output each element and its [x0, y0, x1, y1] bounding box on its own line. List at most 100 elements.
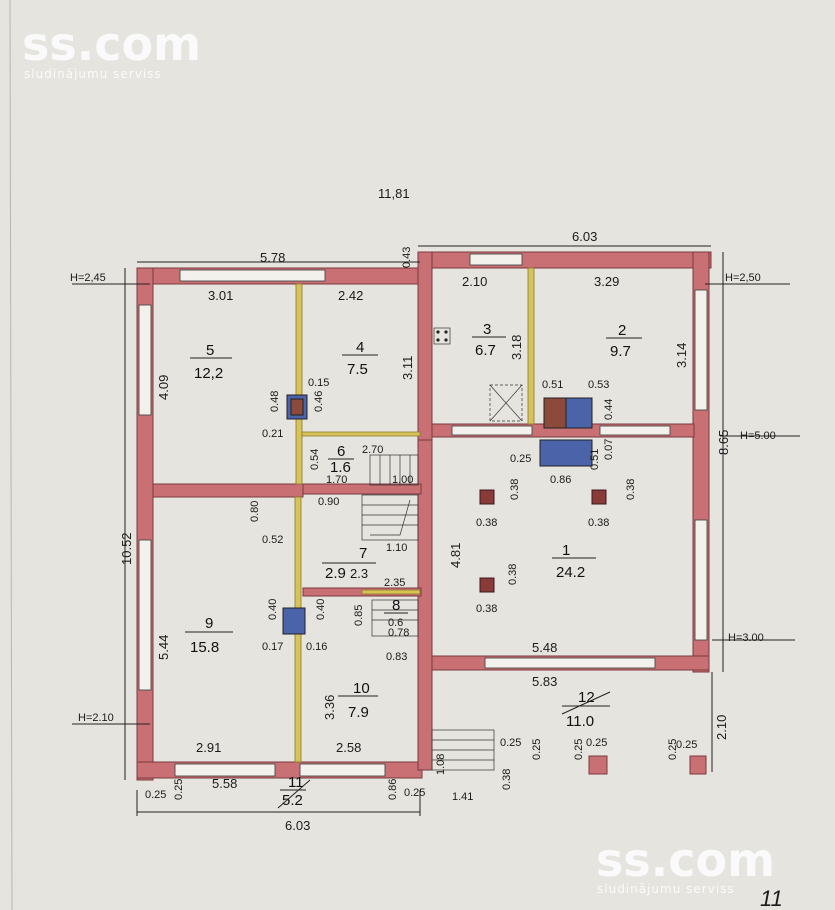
dim-label: 0.46 — [313, 391, 325, 412]
dim-label: 0.25 — [145, 789, 166, 801]
dim-label: 0.48 — [269, 391, 281, 412]
room-area: 0.6 — [388, 617, 403, 629]
dim-label: 4.81 — [448, 543, 463, 568]
room-area: 9.7 — [610, 343, 631, 360]
room-11: 11 5.2 — [277, 774, 311, 809]
dim-label: 0.38 — [509, 479, 521, 500]
dim-label: 5.48 — [532, 640, 557, 655]
dim-label: 0.25 — [586, 737, 607, 749]
dim-label: 0.25 — [404, 787, 425, 799]
dim-label: 0.38 — [476, 517, 497, 529]
stove-icon — [539, 439, 593, 467]
dim-label: 0.52 — [262, 534, 283, 546]
dim-label: 5.44 — [156, 635, 171, 660]
dim-label: 0.86 — [387, 779, 399, 800]
dim-label: 0.21 — [262, 428, 283, 440]
room-area: 6.7 — [475, 342, 496, 359]
dim-label: 0.17 — [262, 641, 283, 653]
level-marks: H=2,45 H=2,50 H=5.00 H=3.00 H=2.10 — [70, 272, 776, 724]
column-icon — [479, 489, 495, 505]
room-4: 4 7.5 — [342, 339, 378, 378]
level-mark: H=2.10 — [78, 712, 114, 724]
room-number: 2 — [618, 322, 626, 339]
dim-label: 3.11 — [400, 356, 415, 380]
dim-label: 0.07 — [603, 439, 615, 460]
dim-label: 0.53 — [588, 379, 609, 391]
dim-label: 5.83 — [532, 674, 557, 689]
dim-label: 2.3 — [350, 566, 368, 581]
dim-label: 0.51 — [542, 379, 563, 391]
dim-label: 1.10 — [386, 542, 407, 554]
stairs — [361, 327, 523, 771]
room-area: 11.0 — [566, 713, 594, 730]
dim-label: 3.01 — [208, 288, 233, 303]
dim-label: 0.40 — [315, 599, 327, 620]
dim-label: 0.80 — [249, 501, 261, 522]
dim-label: 2.35 — [384, 577, 405, 589]
overall-dimensions: 11,81 5.78 6.03 6.03 10.52 8.65 0.43 — [119, 186, 731, 833]
dim-label: 5.58 — [212, 776, 237, 791]
room-dimensions: 3.01 2.42 4.09 3.11 2.10 3.29 3.18 3.14 … — [156, 274, 729, 803]
ss-logo: ss.com — [596, 833, 775, 887]
room-3: 3 6.7 — [472, 321, 506, 359]
dim-label: 2.58 — [336, 740, 361, 755]
room-number: 1 — [562, 542, 570, 559]
dim-label: 1.00 — [392, 474, 413, 486]
dim-label: 1.41 — [452, 791, 473, 803]
dim-label: 0.54 — [309, 449, 321, 470]
right-block-width-label: 6.03 — [572, 229, 597, 244]
ss-tagline: sludinājumu serviss — [597, 882, 735, 896]
level-mark: H=3.00 — [728, 632, 764, 644]
dim-label: 0.25 — [573, 739, 585, 760]
room-labels: 1 24.2 2 9.7 3 6.7 4 7.5 5 12,2 6 1.6 — [185, 321, 642, 809]
room-10: 10 7.9 — [338, 680, 378, 721]
stoves-columns — [282, 394, 607, 635]
room-number: 7 — [359, 545, 367, 562]
room-number: 11 — [288, 774, 304, 791]
ss-tagline: sludinājumu serviss — [24, 67, 162, 81]
dim-label: 0.38 — [588, 517, 609, 529]
room-area: 24.2 — [556, 564, 585, 581]
stove-icon — [565, 397, 593, 429]
room-number: 9 — [205, 615, 213, 632]
dim-label: 0.40 — [267, 599, 279, 620]
room-area: 15.8 — [190, 639, 219, 656]
height-label: 10.52 — [119, 532, 134, 565]
right-height-label: 8.65 — [716, 430, 731, 455]
dim-label: 2.91 — [196, 740, 221, 755]
room-1: 1 24.2 — [552, 542, 596, 581]
watermark-top: ss.com sludinājumu serviss — [22, 17, 201, 81]
stove-icon — [282, 607, 306, 635]
room-number: 3 — [483, 321, 491, 338]
room-area: 7.9 — [348, 704, 369, 721]
dim-label: 0.83 — [386, 651, 407, 663]
dim-label: 3.29 — [594, 274, 619, 289]
bottom-width-label: 6.03 — [285, 818, 310, 833]
dimension-lines — [72, 245, 800, 816]
level-mark: H=2,45 — [70, 272, 106, 284]
dim-label: 0.25 — [667, 739, 679, 760]
dim-label: 0.25 — [173, 779, 185, 800]
windows — [138, 253, 708, 777]
room-8: 8 0.6 — [384, 597, 408, 629]
dim-label: 0.44 — [603, 399, 615, 420]
room-area: 12,2 — [194, 365, 223, 382]
room-area: 7.5 — [347, 361, 368, 378]
dim-label: 0.51 — [589, 449, 601, 470]
dim-label: 2.10 — [462, 274, 487, 289]
dim-label: 0.25 — [510, 453, 531, 465]
room-7: 7 2.9 — [322, 545, 376, 582]
dim-label: 0.25 — [676, 739, 697, 751]
room-area: 2.9 — [325, 565, 346, 582]
dim-label: 0.38 — [507, 564, 519, 585]
room-number: 4 — [356, 339, 364, 356]
room-5: 5 12,2 — [190, 342, 232, 382]
corner-mark: 11 — [760, 886, 783, 910]
column-icon — [479, 577, 495, 593]
level-mark: H=5.00 — [740, 430, 776, 442]
dim-label: 0.25 — [500, 737, 521, 749]
dim-label: 1.70 — [326, 474, 347, 486]
dim-label: 0.86 — [550, 474, 571, 486]
